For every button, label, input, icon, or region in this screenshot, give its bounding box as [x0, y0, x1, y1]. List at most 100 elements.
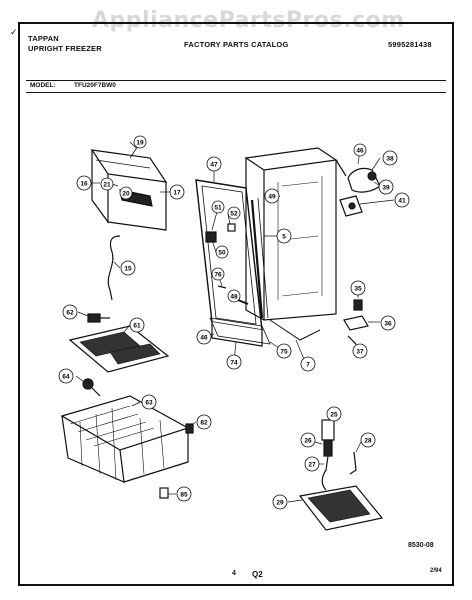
callout-19: 19	[133, 135, 147, 149]
revision-date: 2/94	[430, 568, 442, 574]
callout-15: 15	[120, 260, 136, 276]
svg-text:29: 29	[276, 500, 284, 507]
svg-text:41: 41	[398, 198, 406, 205]
svg-text:61: 61	[133, 323, 141, 330]
callout-50: 50	[215, 245, 229, 259]
model-bar: MODEL: TFU20F7BW0	[26, 80, 446, 93]
callout-82: 82	[196, 414, 212, 430]
svg-text:27: 27	[308, 462, 316, 469]
toe-grille	[209, 317, 271, 345]
wire-basket	[60, 395, 190, 483]
callout-27: 27	[304, 456, 320, 472]
model-number: TFU20F7BW0	[74, 82, 116, 89]
catalog-title: FACTORY PARTS CATALOG	[184, 40, 289, 49]
callout-47: 47	[206, 156, 222, 172]
svg-text:5: 5	[282, 234, 286, 241]
svg-text:7: 7	[306, 362, 310, 369]
page-number: 4	[232, 570, 236, 577]
svg-text:15: 15	[124, 266, 132, 273]
svg-text:50: 50	[218, 250, 226, 257]
svg-text:49: 49	[268, 194, 276, 201]
callout-64: 64	[58, 368, 74, 384]
svg-text:62: 62	[66, 310, 74, 317]
glass-shelf	[68, 325, 170, 373]
heater-wire	[107, 235, 121, 301]
callout-36: 36	[380, 315, 396, 331]
watermark: AppliancePartsPros.com	[92, 8, 405, 33]
brand-name: TAPPAN	[28, 34, 59, 43]
svg-text:51: 51	[214, 205, 222, 212]
svg-text:47: 47	[210, 162, 218, 169]
svg-text:75: 75	[280, 349, 288, 356]
callout-7: 7	[300, 356, 316, 372]
callout-46-right: 46	[353, 143, 367, 157]
callout-62: 62	[62, 304, 78, 320]
svg-text:74: 74	[230, 360, 238, 367]
callout-26: 26	[300, 432, 316, 448]
callout-35: 35	[350, 280, 366, 296]
callout-41: 41	[394, 192, 410, 208]
margin-tick-mark: ✓	[10, 28, 18, 38]
svg-text:36: 36	[384, 321, 392, 328]
svg-text:25: 25	[330, 412, 338, 419]
drawing-code: 8530-08	[408, 542, 434, 549]
callout-17: 17	[169, 184, 185, 200]
svg-text:63: 63	[145, 400, 153, 407]
svg-text:37: 37	[356, 349, 364, 356]
callout-5: 5	[276, 228, 292, 244]
callout-20: 20	[119, 186, 133, 200]
foot-part	[159, 487, 169, 499]
svg-text:85: 85	[180, 492, 188, 499]
svg-text:17: 17	[173, 190, 181, 197]
callout-29: 29	[272, 494, 288, 510]
product-type: UPRIGHT FREEZER	[28, 44, 102, 53]
callout-74: 74	[226, 354, 242, 370]
callout-51: 51	[211, 200, 225, 214]
callout-46-left: 46	[196, 329, 212, 345]
latch-part	[82, 378, 101, 397]
callout-76: 76	[211, 267, 225, 281]
document-number: 5995281438	[388, 40, 432, 49]
callout-labels: 19 16 21 20 17 15 62 61 64 63 82 85 47 5…	[58, 135, 410, 510]
svg-text:52: 52	[230, 211, 238, 218]
svg-text:21: 21	[103, 182, 111, 189]
callout-28: 28	[360, 432, 376, 448]
svg-text:46: 46	[200, 335, 208, 342]
svg-text:16: 16	[80, 181, 88, 188]
svg-text:76: 76	[214, 272, 222, 279]
callout-21: 21	[100, 177, 114, 191]
svg-text:28: 28	[364, 438, 372, 445]
lower-hinge-parts	[343, 299, 369, 345]
callout-25: 25	[326, 406, 342, 422]
callout-52: 52	[227, 206, 241, 220]
callout-61: 61	[129, 317, 145, 333]
svg-text:38: 38	[386, 156, 394, 163]
svg-text:20: 20	[122, 191, 130, 198]
model-label: MODEL:	[30, 82, 56, 89]
callout-63: 63	[141, 394, 157, 410]
drain-parts	[321, 419, 357, 491]
clip-part	[185, 423, 194, 434]
control-assembly	[335, 159, 381, 217]
svg-text:82: 82	[200, 420, 208, 427]
screw-part	[87, 313, 110, 323]
svg-text:39: 39	[382, 185, 390, 192]
page-frame	[18, 22, 454, 586]
drain-pan	[298, 485, 384, 531]
section-code: Q2	[252, 570, 263, 579]
svg-text:19: 19	[136, 140, 144, 147]
svg-text:46: 46	[356, 148, 364, 155]
callout-16: 16	[76, 175, 92, 191]
callout-37: 37	[352, 343, 368, 359]
callout-75: 75	[276, 343, 292, 359]
callout-38: 38	[382, 150, 398, 166]
callout-39: 39	[378, 179, 394, 195]
callout-85: 85	[176, 486, 192, 502]
callout-49: 49	[264, 188, 280, 204]
svg-text:26: 26	[304, 438, 312, 445]
parts-drawing	[60, 141, 395, 531]
callout-48: 48	[227, 289, 241, 303]
svg-text:35: 35	[354, 286, 362, 293]
